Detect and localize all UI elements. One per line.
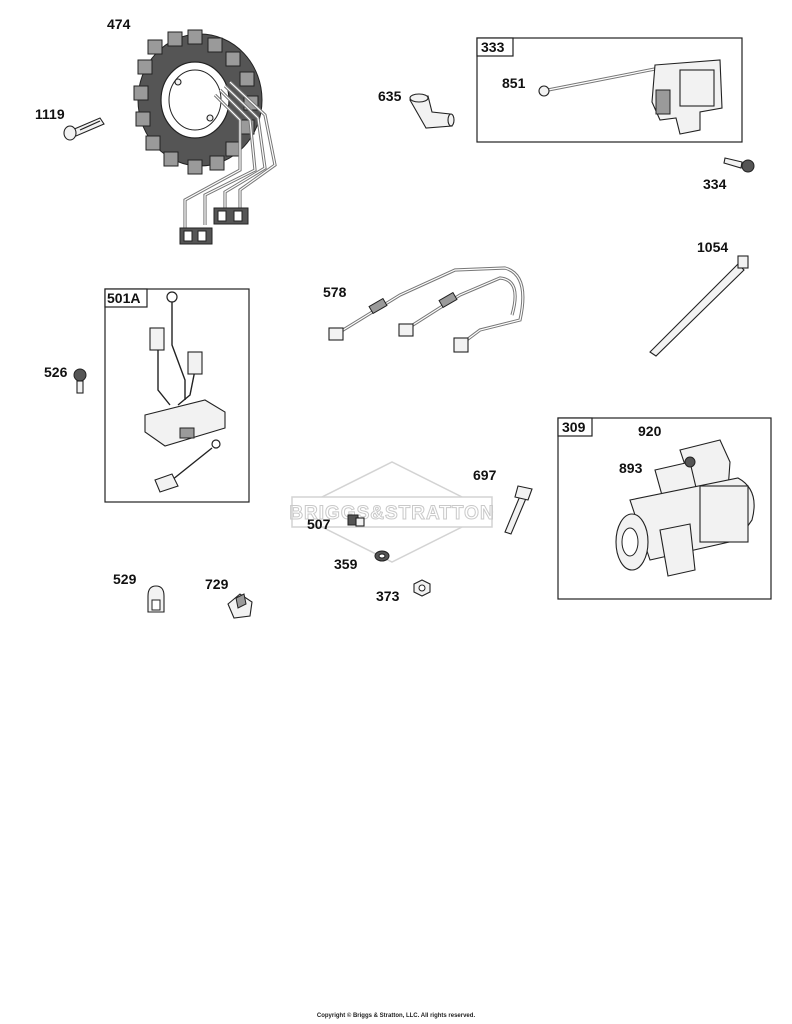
nut-373[interactable] — [413, 579, 431, 597]
label-501A: 501A — [107, 290, 140, 306]
label-893: 893 — [619, 460, 643, 476]
wire-harness-578[interactable] — [328, 266, 525, 353]
label-474: 474 — [107, 16, 131, 32]
spark-plug-boot-635[interactable] — [409, 93, 455, 129]
stator-474[interactable] — [133, 29, 277, 245]
label-920: 920 — [638, 423, 662, 439]
label-1119: 1119 — [35, 106, 65, 122]
lock-washer-359[interactable] — [374, 550, 390, 562]
watermark-text: BRIGGS&STRATTON — [289, 503, 494, 524]
screw-526[interactable] — [73, 368, 87, 394]
label-729: 729 — [205, 576, 229, 592]
bolt-1119[interactable] — [63, 117, 105, 141]
label-359: 359 — [334, 556, 358, 572]
clip-729[interactable] — [227, 593, 253, 619]
label-529: 529 — [113, 571, 137, 587]
watermark-logo: BRIGGS&STRATTON — [289, 461, 494, 563]
label-333: 333 — [481, 39, 505, 55]
rectifier-box-501A[interactable] — [104, 288, 250, 503]
label-334: 334 — [703, 176, 727, 192]
screw-334[interactable] — [723, 157, 755, 173]
label-507: 507 — [307, 516, 331, 532]
cable-tie-1054[interactable] — [649, 255, 749, 357]
label-373: 373 — [376, 588, 400, 604]
label-851: 851 — [502, 75, 526, 91]
label-697: 697 — [473, 467, 497, 483]
armature-box-333[interactable] — [476, 37, 743, 143]
terminal-507[interactable] — [347, 514, 365, 527]
label-1054: 1054 — [697, 239, 728, 255]
label-309: 309 — [562, 419, 586, 435]
bolt-697[interactable] — [504, 485, 533, 535]
copyright-notice: Copyright © Briggs & Stratton, LLC. All … — [316, 1013, 476, 1019]
grommet-529[interactable] — [147, 585, 165, 613]
starter-box-309[interactable] — [557, 417, 772, 600]
label-635: 635 — [378, 88, 402, 104]
label-526: 526 — [44, 364, 68, 380]
label-578: 578 — [323, 284, 347, 300]
